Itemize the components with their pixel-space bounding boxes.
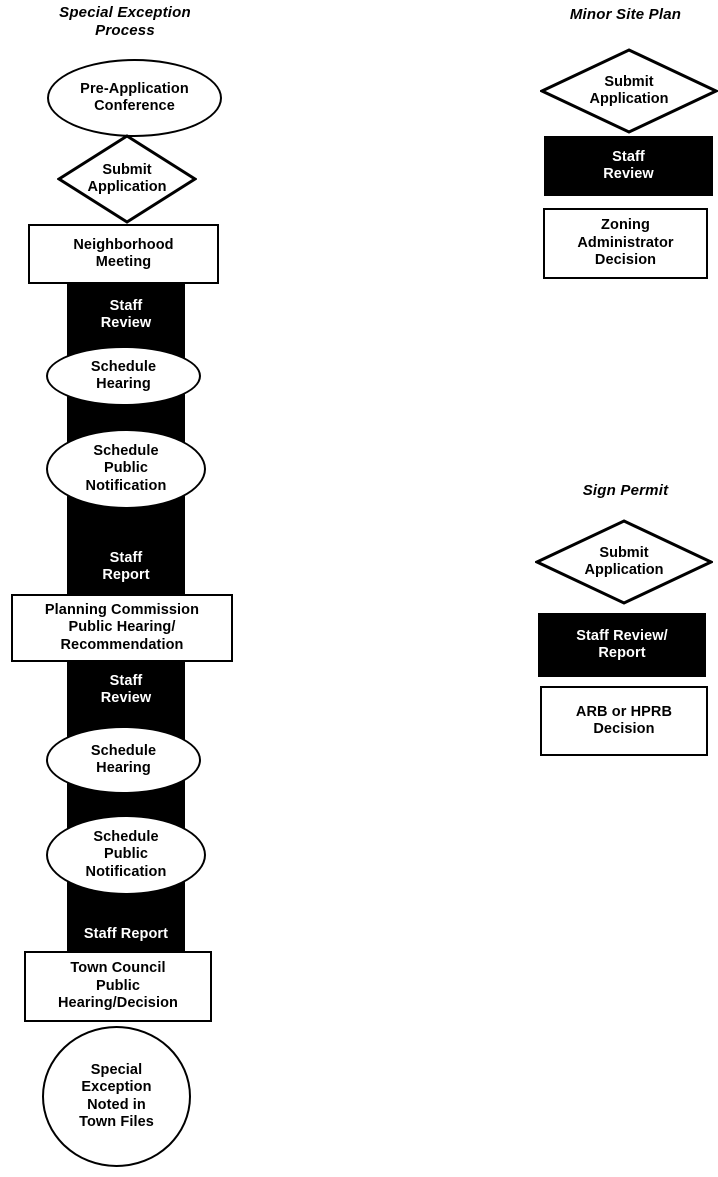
flow-title-line-1: Special Exception bbox=[59, 4, 191, 21]
node-staff-review-report-sign[interactable]: Staff Review/ Report bbox=[538, 613, 706, 677]
node-pre-application-conference[interactable]: Pre-Application Conference bbox=[47, 59, 222, 137]
node-label-line-1: Neighborhood bbox=[73, 236, 174, 253]
node-label-line-1: Special bbox=[90, 1061, 143, 1078]
node-staff-report-2[interactable]: Staff Report bbox=[57, 920, 195, 950]
node-label-line-2: Decision bbox=[593, 721, 655, 737]
node-planning-commission-public-hearing[interactable]: Planning Commission Public Hearing/ Reco… bbox=[11, 594, 233, 662]
node-label-line-2: Conference bbox=[94, 98, 175, 114]
node-label-line-1: Staff Review/ bbox=[576, 627, 668, 644]
node-label-line-1: Staff bbox=[109, 297, 143, 314]
node-staff-review-2[interactable]: Staff Review bbox=[67, 666, 185, 714]
node-staff-review-minor[interactable]: Staff Review bbox=[544, 136, 713, 196]
flow-title-sign-permit: Sign Permit bbox=[533, 482, 718, 500]
node-zoning-administrator-decision[interactable]: Zoning Administrator Decision bbox=[543, 208, 708, 279]
node-label-line-2: Hearing bbox=[96, 760, 151, 776]
node-label-line-2: Public bbox=[103, 846, 149, 863]
node-label-line-3: Decision bbox=[594, 252, 657, 269]
diamond-shape-icon bbox=[57, 134, 197, 224]
node-label-line-2: Public Hearing/ bbox=[68, 619, 176, 636]
node-label-line-2: Public bbox=[95, 977, 141, 994]
node-label-line-3: Recommendation bbox=[60, 636, 184, 653]
node-label-line-2: Hearing bbox=[96, 376, 151, 392]
flow-title-text: Sign Permit bbox=[582, 482, 669, 499]
node-label-line-3: Hearing/Decision bbox=[57, 995, 179, 1012]
node-label-line-2: Report bbox=[598, 645, 646, 661]
node-schedule-hearing-1[interactable]: Schedule Hearing bbox=[46, 346, 201, 406]
node-label-line-3: Notification bbox=[85, 477, 167, 494]
flow-title-special-exception: Special Exception Process bbox=[30, 4, 220, 40]
node-label-line-3: Noted in bbox=[87, 1096, 146, 1113]
node-schedule-public-notification-1[interactable]: Schedule Public Notification bbox=[46, 429, 206, 509]
node-label-line-1: Zoning bbox=[601, 217, 650, 234]
node-arb-or-hprb-decision[interactable]: ARB or HPRB Decision bbox=[540, 686, 708, 756]
node-label-line-2: Administrator bbox=[577, 234, 674, 251]
node-label-line-3: Notification bbox=[85, 863, 167, 880]
node-submit-application-1[interactable]: Submit Application bbox=[57, 134, 197, 224]
node-label-line-2: Meeting bbox=[95, 254, 152, 270]
flow-title-minor-site-plan: Minor Site Plan bbox=[533, 6, 718, 24]
node-label-line-1: ARB or HPRB bbox=[575, 703, 673, 720]
node-label-line-2: Review bbox=[100, 315, 152, 331]
node-label-line-1: Staff bbox=[612, 148, 645, 165]
diamond-shape-icon bbox=[535, 519, 713, 605]
node-town-council-public-hearing-decision[interactable]: Town Council Public Hearing/Decision bbox=[24, 951, 212, 1022]
diamond-shape-icon bbox=[540, 48, 718, 134]
node-label-line-1: Schedule bbox=[93, 828, 159, 845]
node-submit-application-sign[interactable]: Submit Application bbox=[535, 519, 713, 605]
node-staff-review-1[interactable]: Staff Review bbox=[67, 291, 185, 339]
node-label-line-2: Review bbox=[100, 690, 152, 706]
node-label-line-1: Staff bbox=[109, 549, 143, 566]
node-neighborhood-meeting[interactable]: Neighborhood Meeting bbox=[28, 224, 219, 284]
node-submit-application-minor[interactable]: Submit Application bbox=[540, 48, 718, 134]
node-label-line-2: Review bbox=[603, 166, 654, 182]
node-label-line-1: Schedule bbox=[93, 442, 159, 459]
node-special-exception-noted-in-town-files[interactable]: Special Exception Noted in Town Files bbox=[42, 1026, 191, 1167]
node-label-line-1: Schedule bbox=[90, 358, 157, 375]
node-label-line-2: Report bbox=[102, 567, 150, 583]
node-label-line-2: Exception bbox=[81, 1079, 152, 1095]
node-label-line-1: Schedule bbox=[90, 742, 157, 759]
process-spine-lower bbox=[67, 662, 185, 954]
node-label-line-1: Town Council bbox=[70, 960, 166, 977]
node-label-line-1: Pre-Application bbox=[80, 80, 189, 97]
node-label-line-4: Town Files bbox=[79, 1114, 154, 1130]
flow-title-text: Minor Site Plan bbox=[569, 6, 682, 23]
node-label-line-1: Staff bbox=[109, 672, 143, 689]
flow-title-line-2: Process bbox=[95, 22, 155, 39]
node-schedule-public-notification-2[interactable]: Schedule Public Notification bbox=[46, 815, 206, 895]
node-staff-report-1[interactable]: Staff Report bbox=[67, 543, 185, 591]
node-label-line-1: Planning Commission bbox=[44, 601, 200, 618]
node-schedule-hearing-2[interactable]: Schedule Hearing bbox=[46, 726, 201, 794]
node-label-line-1: Staff Report bbox=[83, 926, 169, 943]
node-label-line-2: Public bbox=[103, 460, 149, 477]
